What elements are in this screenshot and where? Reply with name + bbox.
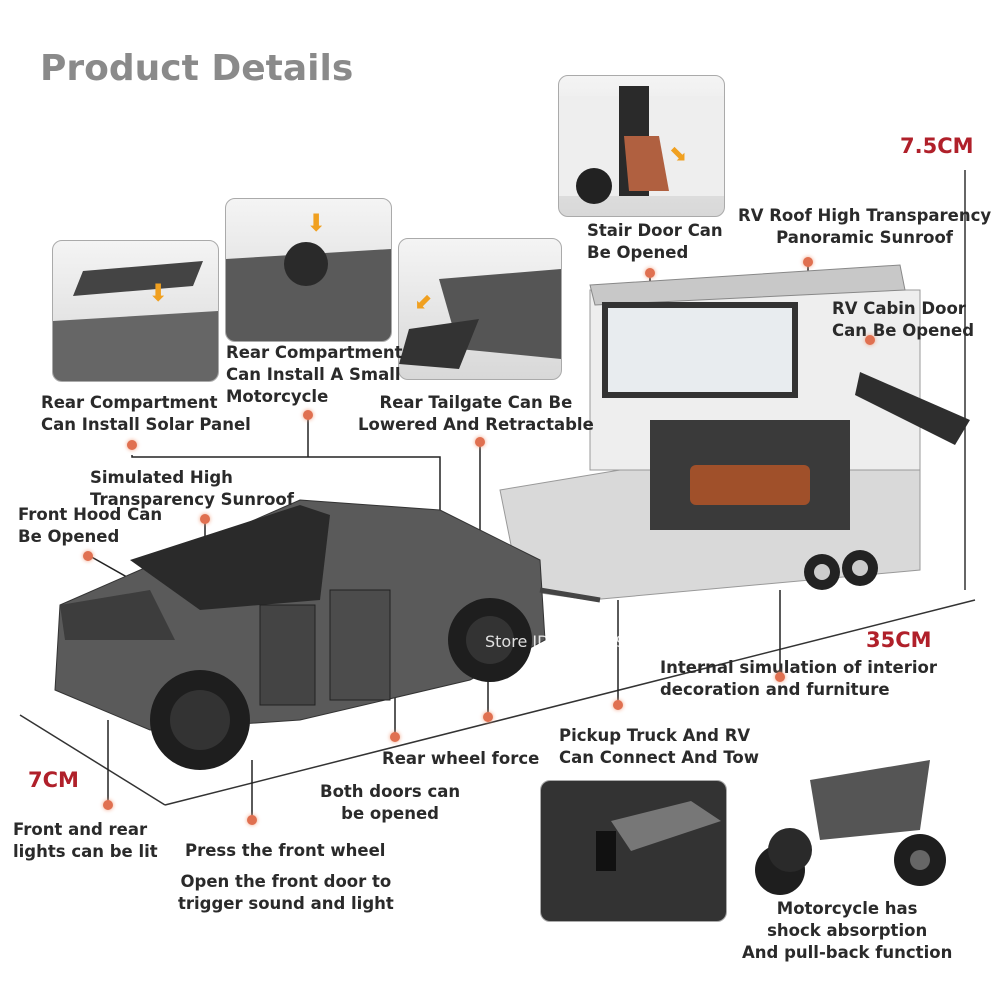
watermark: Store ID 1104069607 (485, 632, 657, 651)
label-rear-solar: Rear Compartment Can Install Solar Panel (41, 393, 251, 434)
inset-motorcycle-compartment: ⬇ (225, 198, 392, 342)
callout-dot (390, 732, 400, 742)
label-rear-motorcycle: Rear Compartment Can Install A Small Mot… (226, 343, 403, 406)
svg-text:⬋: ⬋ (414, 290, 432, 315)
svg-text:⬇: ⬇ (148, 279, 168, 307)
label-interior: Internal simulation of interior decorati… (660, 658, 937, 699)
inset-motor-detail (540, 780, 727, 922)
callout-dot (127, 440, 137, 450)
label-lights: Front and rear lights can be lit (13, 820, 158, 861)
label-front-hood: Front Hood Can Be Opened (18, 505, 163, 546)
callout-dot (247, 815, 257, 825)
dimension-length: 35CM (866, 628, 932, 652)
page-title: Product Details (40, 48, 354, 89)
label-sunroof: Simulated High Transparency Sunroof (90, 468, 294, 509)
label-doors: Both doors can be opened (320, 782, 461, 823)
dimension-height: 7.5CM (900, 134, 974, 158)
callout-dot (103, 800, 113, 810)
label-stair-door: Stair Door Can Be Opened (587, 221, 723, 262)
inset-solar-panel: ⬇ (52, 240, 219, 382)
label-press-wheel: Press the front wheel (185, 841, 386, 860)
label-rv-roof: RV Roof High Transparency Panoramic Sunr… (738, 206, 992, 247)
mini-motorcycle-image (755, 760, 946, 895)
label-rear-wheel: Rear wheel force (382, 749, 540, 768)
callout-dot (483, 712, 493, 722)
svg-text:⬇: ⬇ (306, 209, 326, 237)
label-motorcycle: Motorcycle has shock absorption And pull… (742, 899, 953, 962)
callout-dot (865, 335, 875, 345)
label-rv-cabin-door: RV Cabin Door Can Be Opened (832, 299, 975, 340)
inset-stair-door: ⬊ (558, 75, 725, 217)
callout-dot (303, 410, 313, 420)
label-front-door-sound: Open the front door to trigger sound and… (178, 872, 394, 913)
callout-dot (475, 437, 485, 447)
pickup-truck (54, 499, 601, 770)
callout-dot (775, 672, 785, 682)
callout-dot (200, 514, 210, 524)
rv-trailer (499, 264, 970, 601)
callout-dot (803, 257, 813, 267)
callout-dot (613, 700, 623, 710)
callout-dot (83, 551, 93, 561)
inset-tailgate: ⬋ (398, 238, 562, 380)
svg-text:⬊: ⬊ (669, 142, 687, 167)
label-tow: Pickup Truck And RV Can Connect And Tow (559, 726, 759, 767)
callout-dot (645, 268, 655, 278)
dimension-width: 7CM (28, 768, 79, 792)
label-tailgate: Rear Tailgate Can Be Lowered And Retract… (358, 393, 594, 434)
